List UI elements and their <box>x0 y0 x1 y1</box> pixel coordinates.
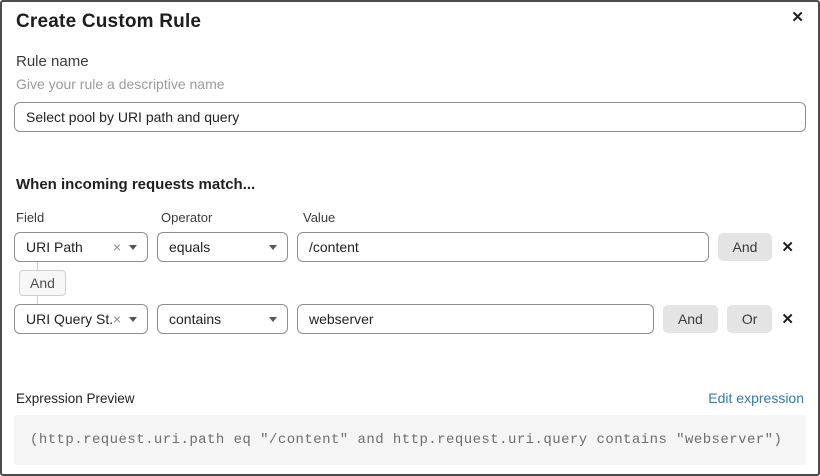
remove-condition-icon[interactable]: ✕ <box>781 310 794 328</box>
condition-connector: And <box>14 262 806 304</box>
match-section-heading: When incoming requests match... <box>16 176 256 193</box>
field-select-value: URI Query St... <box>26 311 113 327</box>
operator-select[interactable]: contains <box>157 304 288 334</box>
field-select-value: URI Path <box>26 239 83 255</box>
chevron-down-icon <box>269 316 277 322</box>
dialog-header: Create Custom Rule ✕ <box>14 2 806 33</box>
condition-row: URI Path × equals And ✕ <box>14 232 806 262</box>
operator-select[interactable]: equals <box>157 232 288 262</box>
connector-line <box>37 296 38 304</box>
operator-column-label: Operator <box>161 210 213 225</box>
operator-select-value: equals <box>169 239 211 255</box>
and-button[interactable]: And <box>717 233 773 261</box>
operator-select-value: contains <box>169 311 222 327</box>
connector-and-chip: And <box>19 270 66 296</box>
chevron-down-icon <box>129 316 137 322</box>
value-input[interactable] <box>297 304 654 334</box>
or-button[interactable]: Or <box>726 305 773 333</box>
condition-row: URI Query St... × contains And Or ✕ <box>14 304 806 334</box>
rule-name-section: Rule name Give your rule a descriptive n… <box>14 53 806 132</box>
value-input[interactable] <box>297 232 709 262</box>
rule-name-hint: Give your rule a descriptive name <box>16 76 225 92</box>
remove-condition-icon[interactable]: ✕ <box>781 238 794 256</box>
rule-name-input[interactable] <box>14 102 806 132</box>
expression-preview-header: Expression Preview Edit expression <box>16 390 806 406</box>
chevron-down-icon <box>269 244 277 250</box>
page-title: Create Custom Rule <box>16 11 202 32</box>
field-select[interactable]: URI Path × <box>14 232 148 262</box>
rule-name-label: Rule name <box>16 53 89 70</box>
edit-expression-link[interactable]: Edit expression <box>708 390 804 406</box>
field-select[interactable]: URI Query St... × <box>14 304 148 334</box>
chevron-down-icon <box>129 244 137 250</box>
value-column-label: Value <box>303 210 336 225</box>
clear-field-icon[interactable]: × <box>112 239 121 255</box>
expression-code-block: (http.request.uri.path eq "/content" and… <box>14 415 806 465</box>
expression-preview-label: Expression Preview <box>16 391 135 406</box>
clear-field-icon[interactable]: × <box>112 311 121 327</box>
connector-line <box>37 262 38 270</box>
and-button[interactable]: And <box>662 305 718 333</box>
field-column-label: Field <box>16 210 45 225</box>
condition-column-labels: Field Operator Value <box>16 210 806 225</box>
close-icon[interactable]: ✕ <box>791 9 804 26</box>
